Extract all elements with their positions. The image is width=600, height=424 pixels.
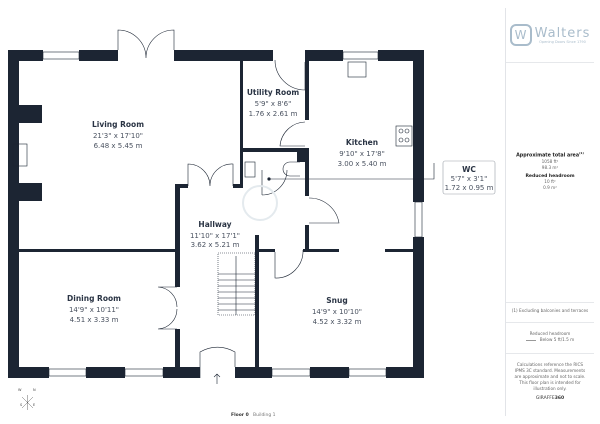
walls (8, 50, 424, 378)
room-dim-imperial: 21'3" x 17'10" (93, 132, 143, 140)
room-name: Hallway (198, 220, 231, 229)
room-dim-imperial: 11'10" x 17'1" (190, 232, 240, 240)
reduced-headroom-ft: 10 ft² (544, 178, 556, 184)
total-area-label: Approximate total area (516, 153, 580, 159)
room-name: WC (462, 165, 476, 174)
room-kitchen: Kitchen 9'10" x 17'8" 3.00 x 5.40 m (338, 138, 387, 168)
brand-logo: W Walters Opening Doors Since 1790 (506, 8, 594, 63)
footnote-mark: (1) (579, 151, 584, 155)
compass-e: E (33, 403, 35, 407)
legend: Reduced headroom Below 5 ft/1.5 m (506, 323, 594, 354)
room-dim-metric: 3.62 x 5.21 m (191, 241, 240, 249)
room-dim-imperial: 14'9" x 10'10" (312, 308, 362, 316)
disclaimer-block: Calculations reference the RICS IPMS 3C … (506, 354, 594, 410)
room-dim-imperial: 5'7" x 3'1" (451, 175, 488, 183)
giraffe-logo-a: GIRAFFE (535, 396, 555, 401)
floor-plan: Living Room 21'3" x 17'10" 6.48 x 5.45 m… (8, 29, 496, 418)
room-dining-room: Dining Room 14'9" x 10'11" 4.51 x 3.33 m (67, 294, 121, 324)
giraffe-logo-b: 360 (554, 396, 565, 401)
brand-tagline: Opening Doors Since 1790 (539, 39, 586, 44)
room-living-room: Living Room 21'3" x 17'10" 6.48 x 5.45 m (92, 120, 144, 150)
total-area-ft: 1058 ft² (541, 158, 559, 164)
room-dim-metric: 3.00 x 5.40 m (338, 160, 387, 168)
total-area-m: 98.3 m² (541, 164, 559, 170)
reduced-headroom-m: 0.9 m² (543, 184, 557, 190)
compass-n: N (33, 388, 36, 392)
room-name: Utility Room (247, 88, 300, 97)
room-hallway: Hallway 11'10" x 17'1" 3.62 x 5.21 m (190, 220, 240, 249)
room-dim-metric: 6.48 x 5.45 m (94, 142, 143, 150)
room-dim-metric: 1.76 x 2.61 m (249, 110, 298, 118)
legend-title: Reduced headroom (529, 331, 571, 336)
compass-s: S (20, 403, 23, 407)
room-dim-imperial: 5'9" x 8'6" (255, 100, 292, 108)
room-name: Snug (326, 296, 347, 305)
room-dim-imperial: 9'10" x 17'8" (339, 150, 385, 158)
disclaimer: Calculations reference the RICS IPMS 3C … (514, 362, 586, 391)
watermark-logo (242, 185, 278, 221)
area-footnote: (1) Excluding balconies and terraces (506, 303, 594, 323)
room-dim-metric: 1.72 x 0.95 m (445, 184, 494, 192)
room-utility-room: Utility Room 5'9" x 8'6" 1.76 x 2.61 m (247, 88, 300, 118)
info-sidebar: W Walters Opening Doors Since 1790 Appro… (505, 8, 594, 416)
logo-mark: W (509, 24, 532, 46)
area-summary: Approximate total area(1) 1058 ft² 98.3 … (506, 63, 594, 303)
reduced-headroom-label: Reduced headroom (525, 173, 575, 179)
room-name: Living Room (92, 120, 144, 129)
room-dim-metric: 4.52 x 3.32 m (313, 318, 362, 326)
room-name: Dining Room (67, 294, 121, 303)
room-dim-metric: 4.51 x 3.33 m (70, 316, 119, 324)
floor-label: Floor 0 (231, 412, 249, 418)
compass-w: W (18, 388, 22, 392)
room-wc-callout: WC 5'7" x 3'1" 1.72 x 0.95 m (442, 160, 496, 195)
compass-icon: N W S E (18, 388, 36, 410)
room-dim-imperial: 14'9" x 10'11" (69, 306, 119, 314)
brand-name: Walters (534, 25, 591, 41)
windows-doors (12, 29, 435, 384)
building-label: Building 1 (253, 412, 276, 418)
legend-text: Below 5 ft/1.5 m (539, 337, 575, 342)
room-snug: Snug 14'9" x 10'10" 4.52 x 3.32 m (312, 296, 362, 326)
room-name: Kitchen (346, 138, 378, 147)
